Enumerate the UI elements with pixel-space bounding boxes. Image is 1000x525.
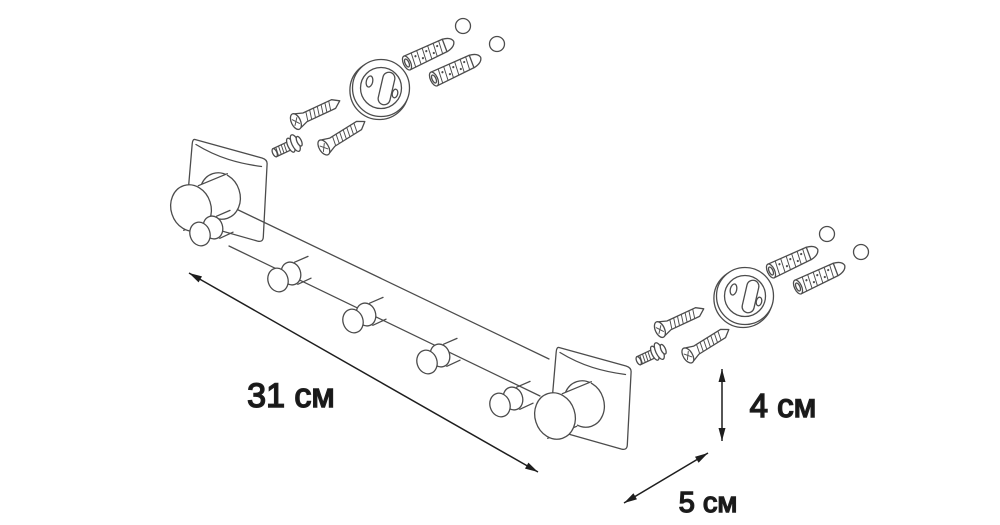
dimension-depth: 5 см [623, 452, 738, 520]
arrowhead-icon [189, 273, 202, 283]
right-mounting-hardware [633, 227, 868, 370]
arrowhead-icon [718, 428, 726, 441]
arrowhead-icon [695, 453, 708, 463]
arrowhead-icon [525, 462, 538, 472]
height-label: 4 см [750, 387, 817, 424]
arrowhead-icon [624, 493, 637, 503]
dimension-length: 31 см [188, 272, 539, 473]
hook-2 [264, 255, 312, 296]
rail-bar [228, 205, 550, 397]
dimension-height: 4 см [718, 369, 817, 441]
hook-4 [413, 337, 461, 378]
arrowhead-icon [718, 369, 726, 382]
length-label: 31 см [247, 377, 335, 415]
left-mounting-hardware [269, 19, 504, 162]
hook-5 [486, 380, 534, 421]
depth-label: 5 см [679, 487, 738, 519]
